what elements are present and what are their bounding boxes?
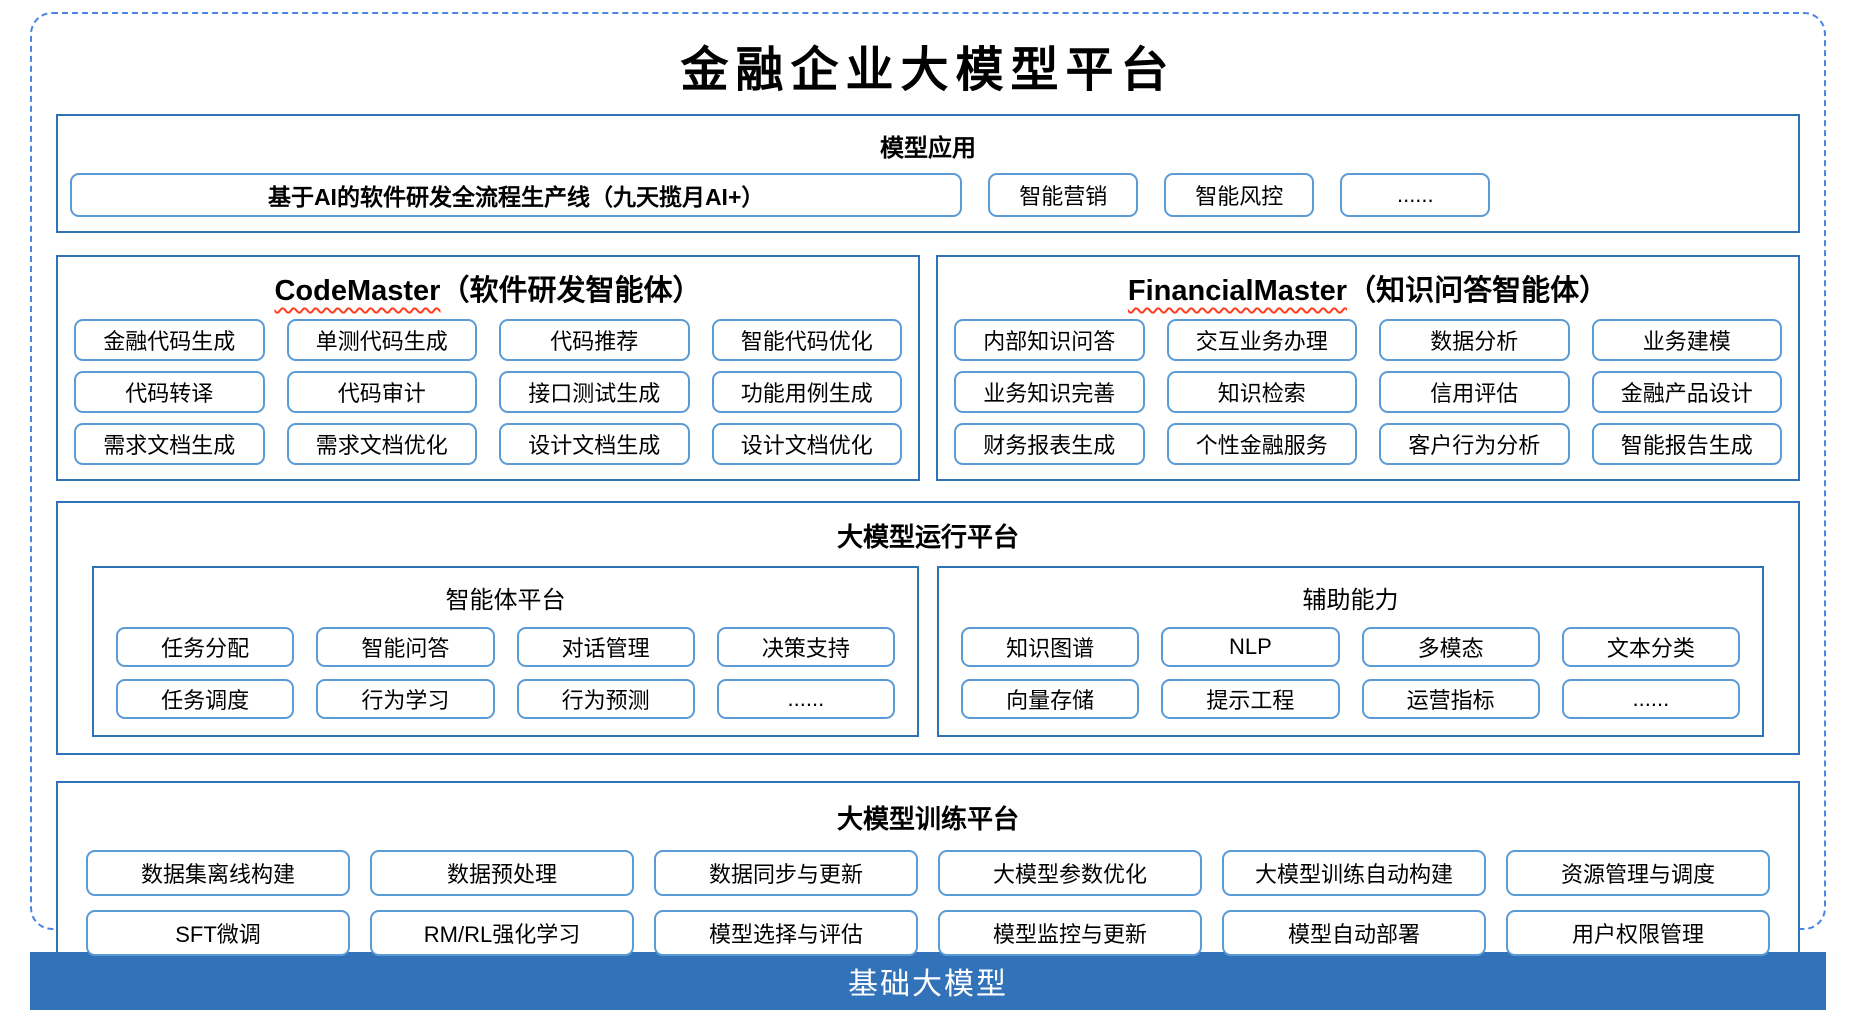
code-master-box: 单测代码生成 [286, 319, 477, 361]
financial-master-row-1: 内部知识问答交互业务办理数据分析业务建模 [954, 319, 1782, 361]
model-app-box: ...... [1340, 173, 1491, 217]
code-master-title-en: CodeMaster [274, 275, 441, 307]
code-master-box: 功能用例生成 [711, 371, 902, 413]
code-master-box: 金融代码生成 [74, 319, 265, 361]
code-master-header: CodeMaster（软件研发智能体） [74, 267, 902, 309]
ai-pipeline-box: 基于AI的软件研发全流程生产线（九天揽月AI+） [70, 173, 963, 217]
financial-master-box: 交互业务办理 [1166, 319, 1357, 361]
agent-platform-box: 任务调度 [116, 679, 295, 719]
financial-master-box: 内部知识问答 [954, 319, 1145, 361]
code-master-row-3: 需求文档生成需求文档优化设计文档生成设计文档优化 [74, 423, 902, 465]
subsection-auxiliary-capabilities: 辅助能力 知识图谱 NLP 多模态文本分类 向量存储提示工程运营指标...... [937, 566, 1764, 737]
training-box: 数据集离线构建 [86, 850, 350, 896]
auxiliary-box: 向量存储 [961, 679, 1140, 719]
model-applications-header: 模型应用 [880, 135, 976, 162]
financial-master-box: 信用评估 [1379, 371, 1570, 413]
training-row-1: 数据集离线构建数据预处理数据同步与更新大模型参数优化大模型训练自动构建资源管理与… [86, 850, 1770, 896]
training-box: 大模型参数优化 [938, 850, 1202, 896]
agent-platform-header: 智能体平台 [445, 587, 566, 614]
code-master-box: 接口测试生成 [499, 371, 690, 413]
financial-master-box: 金融产品设计 [1591, 371, 1782, 413]
code-master-box: 代码审计 [286, 371, 477, 413]
section-financial-master: FinancialMaster（知识问答智能体） 内部知识问答交互业务办理数据分… [936, 255, 1800, 481]
section-training-platform: 大模型训练平台 数据集离线构建数据预处理数据同步与更新大模型参数优化大模型训练自… [56, 781, 1800, 976]
training-box: 模型监控与更新 [938, 910, 1202, 956]
runtime-platform-header: 大模型运行平台 [836, 522, 1019, 552]
agent-platform-box: ...... [716, 679, 895, 719]
code-master-box: 代码推荐 [499, 319, 690, 361]
training-box: 用户权限管理 [1506, 910, 1770, 956]
agent-platform-box: 对话管理 [516, 627, 695, 667]
agent-masters-band: CodeMaster（软件研发智能体） 金融代码生成单测代码生成代码推荐智能代码… [56, 255, 1800, 481]
training-box: 数据预处理 [370, 850, 634, 896]
model-applications-row: 基于AI的软件研发全流程生产线（九天揽月AI+） 智能营销智能风控...... [70, 173, 1786, 217]
model-app-box: 智能风控 [1164, 173, 1315, 217]
auxiliary-box: 提示工程 [1161, 679, 1340, 719]
training-box: 模型选择与评估 [654, 910, 918, 956]
agent-platform-box: 行为学习 [316, 679, 495, 719]
financial-master-row-2: 业务知识完善知识检索信用评估金融产品设计 [954, 371, 1782, 413]
agent-platform-row-1: 任务分配智能问答对话管理决策支持 [116, 627, 895, 667]
code-master-box: 设计文档生成 [499, 423, 690, 465]
training-box: 模型自动部署 [1222, 910, 1486, 956]
auxiliary-box: 运营指标 [1361, 679, 1540, 719]
code-master-row-1: 金融代码生成单测代码生成代码推荐智能代码优化 [74, 319, 902, 361]
financial-master-box: 业务知识完善 [954, 371, 1145, 413]
financial-master-row-3: 财务报表生成个性金融服务客户行为分析智能报告生成 [954, 423, 1782, 465]
code-master-box: 设计文档优化 [711, 423, 902, 465]
financial-master-box: 数据分析 [1379, 319, 1570, 361]
code-master-box: 需求文档优化 [286, 423, 477, 465]
financial-master-box: 个性金融服务 [1166, 423, 1357, 465]
financial-master-box: 知识检索 [1166, 371, 1357, 413]
training-box: 数据同步与更新 [654, 850, 918, 896]
financial-master-title-en: FinancialMaster [1127, 275, 1348, 307]
auxiliary-row-1: 知识图谱 NLP 多模态文本分类 [961, 627, 1740, 667]
training-platform-header: 大模型训练平台 [836, 804, 1019, 834]
agent-platform-box: 决策支持 [716, 627, 895, 667]
agent-platform-box: 任务分配 [116, 627, 295, 667]
training-box: RM/RL强化学习 [370, 910, 634, 956]
runtime-subsections: 智能体平台 任务分配智能问答对话管理决策支持 任务调度行为学习行为预测.....… [92, 566, 1764, 737]
base-model-bar: 基础大模型 [30, 952, 1826, 1010]
training-box: 资源管理与调度 [1506, 850, 1770, 896]
auxiliary-box: NLP [1161, 627, 1340, 667]
auxiliary-box: ...... [1561, 679, 1740, 719]
training-box: SFT微调 [86, 910, 350, 956]
auxiliary-box: 知识图谱 [961, 627, 1140, 667]
auxiliary-box: 文本分类 [1561, 627, 1740, 667]
code-master-title-zh: （软件研发智能体） [440, 275, 702, 307]
financial-master-title-zh: （知识问答智能体） [1347, 275, 1609, 307]
code-master-row-2: 代码转译代码审计接口测试生成功能用例生成 [74, 371, 902, 413]
code-master-box: 需求文档生成 [74, 423, 265, 465]
financial-master-box: 业务建模 [1591, 319, 1782, 361]
financial-master-box: 客户行为分析 [1379, 423, 1570, 465]
agent-platform-box: 行为预测 [516, 679, 695, 719]
auxiliary-row-2: 向量存储提示工程运营指标...... [961, 679, 1740, 719]
section-runtime-platform: 大模型运行平台 智能体平台 任务分配智能问答对话管理决策支持 任务调度行为学习行… [56, 501, 1800, 755]
code-master-box: 代码转译 [74, 371, 265, 413]
training-row-2: SFT微调 RM/RL强化学习模型选择与评估模型监控与更新模型自动部署用户权限管理 [86, 910, 1770, 956]
model-app-box: 智能营销 [988, 173, 1139, 217]
auxiliary-box: 多模态 [1361, 627, 1540, 667]
financial-master-box: 智能报告生成 [1591, 423, 1782, 465]
platform-diagram-frame: 金融企业大模型平台 模型应用 基于AI的软件研发全流程生产线（九天揽月AI+） … [30, 12, 1826, 976]
auxiliary-capabilities-header: 辅助能力 [1302, 587, 1399, 614]
financial-master-header: FinancialMaster（知识问答智能体） [954, 267, 1782, 309]
page-title: 金融企业大模型平台 [680, 42, 1176, 98]
base-model-label: 基础大模型 [848, 968, 1008, 1001]
subsection-agent-platform: 智能体平台 任务分配智能问答对话管理决策支持 任务调度行为学习行为预测.....… [92, 566, 919, 737]
training-box: 大模型训练自动构建 [1222, 850, 1486, 896]
financial-master-box: 财务报表生成 [954, 423, 1145, 465]
section-model-applications: 模型应用 基于AI的软件研发全流程生产线（九天揽月AI+） 智能营销智能风控..… [56, 114, 1800, 233]
agent-platform-box: 智能问答 [316, 627, 495, 667]
agent-platform-row-2: 任务调度行为学习行为预测...... [116, 679, 895, 719]
code-master-box: 智能代码优化 [711, 319, 902, 361]
section-code-master: CodeMaster（软件研发智能体） 金融代码生成单测代码生成代码推荐智能代码… [56, 255, 920, 481]
